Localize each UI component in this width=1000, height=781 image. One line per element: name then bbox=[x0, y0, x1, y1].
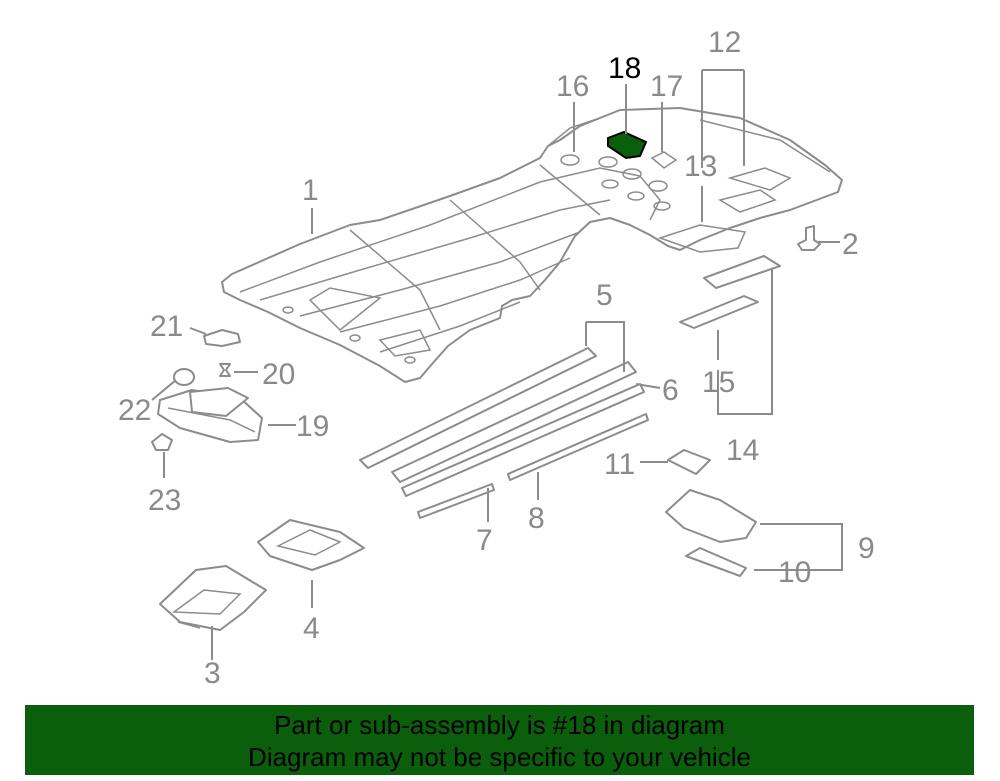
label-7: 7 bbox=[476, 524, 493, 557]
label-19: 19 bbox=[296, 410, 329, 443]
side-trim-parts bbox=[665, 489, 757, 577]
highlighted-part-18 bbox=[607, 130, 648, 160]
sun-visor-part bbox=[157, 387, 263, 443]
visor-cap-part bbox=[173, 368, 195, 386]
roof-rails-parts bbox=[359, 347, 649, 519]
label-2: 2 bbox=[842, 228, 859, 261]
dome-lamp-part bbox=[257, 519, 365, 571]
label-11: 11 bbox=[604, 448, 635, 481]
label-20: 20 bbox=[262, 358, 295, 391]
parts-diagram: 1 2 3 4 5 6 7 8 9 10 11 12 13 14 15 16 1… bbox=[118, 26, 875, 690]
part-number-labels: 1 2 3 4 5 6 7 8 9 10 11 12 13 14 15 16 1… bbox=[118, 26, 875, 690]
label-22: 22 bbox=[118, 394, 151, 427]
label-14: 14 bbox=[726, 434, 759, 467]
label-6: 6 bbox=[662, 374, 679, 407]
screw-part bbox=[219, 363, 231, 377]
label-23: 23 bbox=[148, 484, 181, 517]
label-15: 15 bbox=[702, 366, 735, 399]
label-17: 17 bbox=[650, 70, 683, 103]
bracket-part bbox=[203, 329, 241, 347]
label-1: 1 bbox=[302, 174, 319, 207]
headliner-part bbox=[221, 107, 843, 383]
banner-line-2: Diagram may not be specific to your vehi… bbox=[248, 742, 751, 772]
clip-part-23 bbox=[151, 433, 173, 451]
lamp-lens-part bbox=[667, 449, 711, 475]
label-9: 9 bbox=[858, 532, 875, 565]
label-3: 3 bbox=[204, 657, 221, 690]
banner-line-1: Part or sub-assembly is #18 in diagram bbox=[274, 710, 725, 740]
label-10: 10 bbox=[778, 556, 811, 589]
label-16: 16 bbox=[556, 70, 589, 103]
label-8: 8 bbox=[528, 502, 545, 535]
handle-parts bbox=[679, 255, 781, 329]
label-12: 12 bbox=[708, 26, 741, 59]
clip-part-2 bbox=[797, 225, 821, 251]
label-13: 13 bbox=[684, 150, 717, 183]
overhead-console-part bbox=[159, 565, 267, 631]
info-banner: Part or sub-assembly is #18 in diagram D… bbox=[25, 705, 974, 775]
leader-lines bbox=[151, 69, 843, 660]
label-21: 21 bbox=[150, 310, 183, 343]
label-4: 4 bbox=[303, 612, 320, 645]
label-18: 18 bbox=[608, 52, 641, 85]
label-5: 5 bbox=[596, 279, 613, 312]
